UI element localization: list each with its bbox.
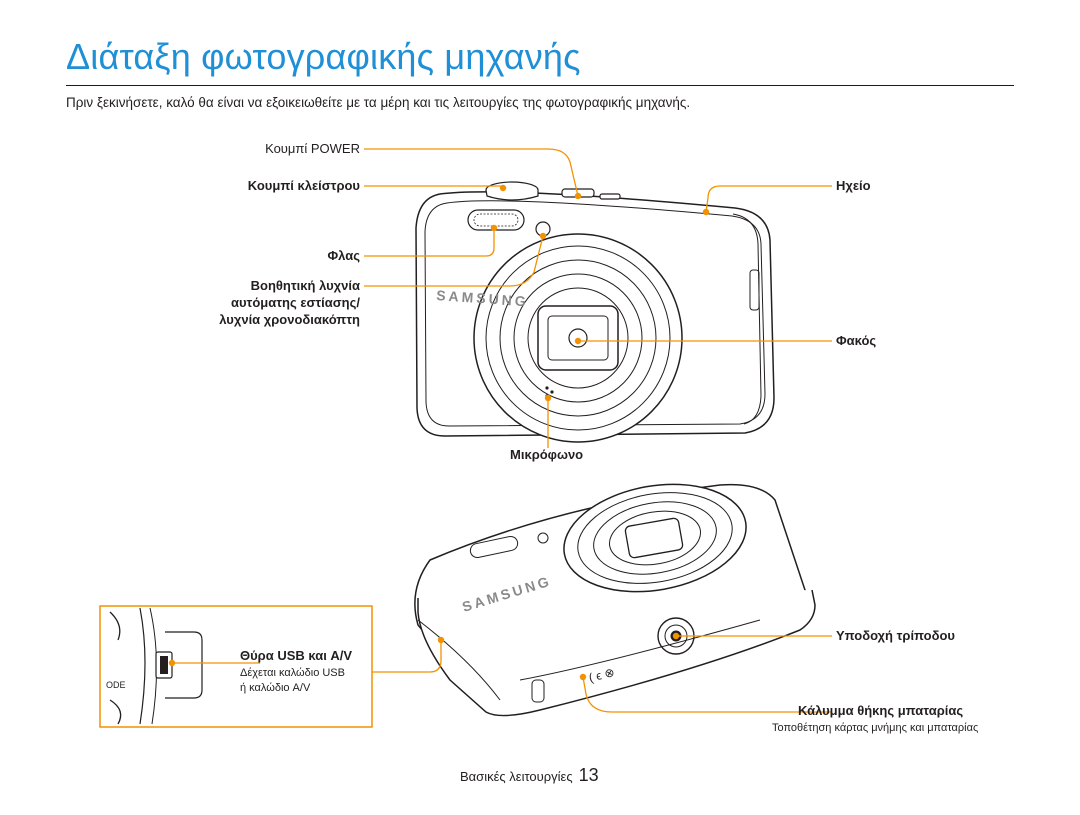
usb-port-desc-line1: Δέχεται καλώδιο USB (240, 667, 345, 679)
leader-lines (172, 148, 832, 713)
usb-detail-box: ODE (99, 605, 373, 728)
tripod-socket-label: Υποδοχή τρίποδου (836, 628, 955, 643)
power-button-label: Κουμπί POWER (265, 141, 360, 156)
usb-side-text: ODE (106, 680, 126, 690)
title-rule (66, 85, 1014, 86)
speaker-label: Ηχείο (836, 178, 871, 193)
af-lamp-label-line2: αυτόματης εστίασης/ (230, 295, 360, 310)
bottom-lens (563, 483, 747, 593)
lens-label: Φακός (836, 333, 877, 348)
page-number: 13 (578, 765, 599, 785)
leader-dots (168, 184, 710, 681)
usb-port-desc-line2: ή καλώδιο A/V (240, 682, 311, 694)
svg-text:( ϵ ⊗: ( ϵ ⊗ (587, 665, 616, 685)
af-lamp-label-line3: λυχνία χρονοδιακόπτη (219, 312, 360, 327)
battery-cover: ( ϵ ⊗ (519, 619, 761, 703)
flash-label: Φλας (327, 248, 361, 263)
af-lamp-label-line1: Βοηθητική λυχνία (250, 278, 360, 293)
battery-cover-desc: Τοποθέτηση κάρτας μνήμης και μπαταρίας (772, 722, 979, 734)
shutter-button-label: Κουμπί κλείστρου (247, 178, 360, 193)
brand-logo-front: SAMSUNG (436, 287, 529, 309)
intro-text: Πριν ξεκινήσετε, καλό θα είναι να εξοικε… (66, 95, 691, 110)
page-title: Διάταξη φωτογραφικής μηχανής (66, 36, 581, 77)
microphone-label: Μικρόφωνο (510, 447, 584, 462)
bottom-flash (469, 535, 519, 559)
front-camera-top (485, 181, 621, 201)
footer-section: Βασικές λειτουργίες (460, 769, 573, 784)
page-footer: Βασικές λειτουργίες 13 (460, 765, 599, 786)
flash-unit (467, 209, 525, 231)
usb-port-label: Θύρα USB και A/V (240, 648, 353, 663)
battery-cover-label: Κάλυμμα θήκης μπαταρίας (798, 703, 964, 718)
